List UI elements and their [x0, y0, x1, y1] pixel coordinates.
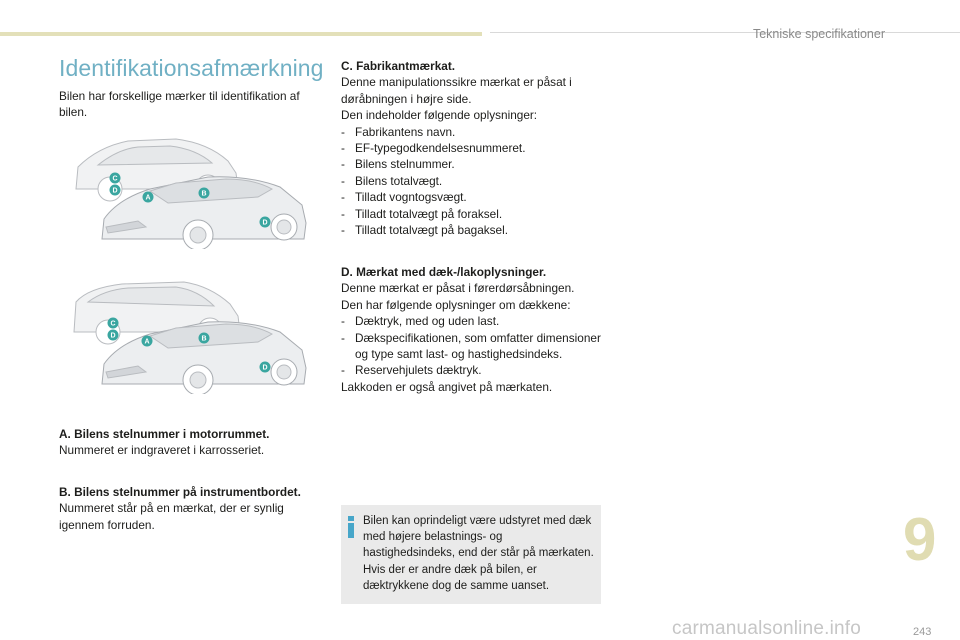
page-number: 243 — [913, 626, 932, 638]
car-hatchback-illustration: C D A B D — [75, 138, 307, 249]
marker-d-label: D — [112, 188, 117, 195]
marker-d-front-label: D — [262, 365, 267, 372]
section-c-heading: C. Fabrikantmærkat. — [341, 59, 456, 73]
marker-d-front — [259, 361, 271, 373]
marker-c-label: C — [112, 176, 117, 183]
marker-a-label: A — [145, 195, 150, 202]
section-b-text: Nummeret står på en mærkat, der er synli… — [59, 501, 284, 532]
list-item: Tilladt totalvægt på bagaksel. — [341, 222, 601, 239]
list-item: EF-typegodkendelsesnummeret. — [341, 140, 601, 157]
info-icon — [348, 516, 354, 538]
marker-d-front — [259, 216, 271, 228]
marker-d-label: D — [110, 333, 115, 340]
section-header: Tekniske specifikationer — [752, 27, 885, 41]
section-d-heading: D. Mærkat med dæk-/lakoplysninger. — [341, 265, 547, 279]
section-d-list: Dæktryk, med og uden last. Dækspecifikat… — [341, 313, 603, 379]
section-a-text: Nummeret er indgraveret i karrosseriet. — [59, 443, 265, 458]
header-rule — [490, 32, 960, 33]
section-a: A. Bilens stelnummer i motorrummet. Numm… — [59, 426, 329, 459]
marker-c — [107, 317, 119, 329]
list-item: Reservehjulets dæktryk. — [341, 362, 603, 379]
marker-a-label: A — [144, 339, 149, 346]
info-box: Bilen kan oprindeligt være udstyret med … — [341, 505, 601, 604]
chapter-number: 9 — [903, 506, 937, 573]
marker-a — [141, 335, 153, 347]
info-box-text: Bilen kan oprindeligt være udstyret med … — [363, 515, 594, 592]
marker-b — [198, 187, 210, 199]
list-item: Bilens stelnummer. — [341, 156, 601, 173]
marker-a — [142, 191, 154, 203]
watermark: carmanualsonline.info — [672, 618, 862, 639]
section-c: C. Fabrikantmærkat. Denne manipulationss… — [341, 58, 601, 239]
section-d: D. Mærkat med dæk-/lakoplysninger. Denne… — [341, 264, 603, 395]
marker-b-label: B — [201, 191, 206, 198]
marker-c — [109, 172, 121, 184]
section-c-list: Fabrikantens navn. EF-typegodkendelsesnu… — [341, 124, 601, 239]
list-item: Dæktryk, med og uden last. — [341, 313, 603, 330]
list-item: Bilens totalvægt. — [341, 173, 601, 190]
section-c-text1: Denne manipulationssikre mærkat er påsat… — [341, 75, 572, 106]
marker-d — [107, 329, 119, 341]
section-d-text3: Lakkoden er også angivet på mærkaten. — [341, 379, 553, 394]
section-a-heading: A. Bilens stelnummer i motorrummet. — [59, 427, 270, 441]
list-item: Fabrikantens navn. — [341, 124, 601, 141]
intro-text: Bilen har forskellige mærker til identif… — [59, 89, 300, 120]
list-item: Dækspecifikationen, som omfatter dimensi… — [341, 330, 603, 363]
marker-b — [198, 332, 210, 344]
list-item: Tilladt vogntogsvægt. — [341, 189, 601, 206]
section-d-text1: Denne mærkat er påsat i førerdørsåbninge… — [341, 281, 575, 296]
marker-b-label: B — [201, 336, 206, 343]
section-b: B. Bilens stelnummer på instrumentbordet… — [59, 484, 329, 533]
marker-d-front-label: D — [262, 220, 267, 227]
section-d-text2: Den har følgende oplysninger om dækkene: — [341, 297, 571, 312]
list-item: Tilladt totalvægt på foraksel. — [341, 206, 601, 223]
marker-c-label: C — [110, 321, 115, 328]
car-estate-illustration: C D A B D — [73, 281, 307, 394]
header-accent-bar — [0, 32, 482, 36]
marker-d — [109, 184, 121, 196]
section-b-heading: B. Bilens stelnummer på instrumentbordet… — [59, 485, 301, 499]
section-c-text2: Den indeholder følgende oplysninger: — [341, 108, 538, 123]
page-title: Identifikationsafmærkning — [59, 55, 324, 81]
